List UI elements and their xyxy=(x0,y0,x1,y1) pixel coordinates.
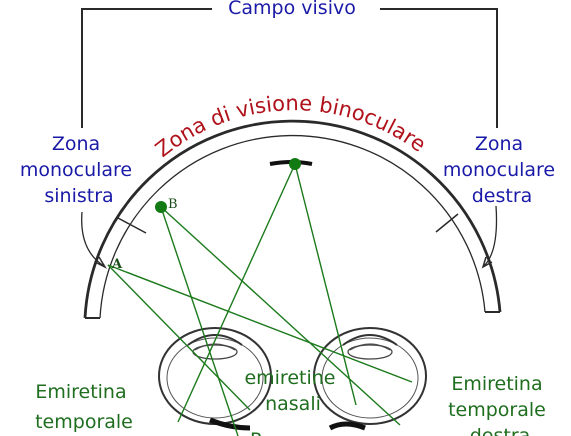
visual-field-outer-arc xyxy=(83,119,502,319)
point-center-dot xyxy=(289,158,301,170)
bottom-cut-label: R xyxy=(250,429,263,436)
binocular-zone-label: Zona di visione binoculare xyxy=(151,91,431,162)
ray-center-right-eye xyxy=(294,163,357,406)
left-zone-arrowhead xyxy=(94,256,107,269)
diagram-title: Campo visivo xyxy=(228,0,356,19)
right-temporal-hemiretina-label: Emiretina temporale destra xyxy=(448,373,552,436)
binocular-boundary-left-tick xyxy=(117,217,147,234)
left-temporal-hemiretina-label: Emiretina temporale xyxy=(35,381,133,433)
left-zone-arrow xyxy=(81,211,105,267)
point-a-label: A xyxy=(111,257,123,272)
visual-field-inner-arc xyxy=(99,134,486,319)
right-monocular-zone-label: Zona monoculare destra xyxy=(443,133,561,207)
binocular-boundary-right-tick xyxy=(435,213,459,233)
left-monocular-zone-label: Zona monoculare sinistra xyxy=(20,133,138,207)
nasal-hemiretinas-label: emiretine nasali xyxy=(244,367,341,415)
point-b-dot xyxy=(155,201,167,213)
right-eye xyxy=(313,327,427,431)
ray-a-left-eye xyxy=(107,264,251,411)
point-b-label: B xyxy=(168,197,178,212)
ray-b-left-eye xyxy=(160,206,239,436)
right-zone-arrow xyxy=(483,205,498,267)
light-rays xyxy=(107,163,413,436)
ray-a-right-eye xyxy=(107,264,413,383)
left-eye xyxy=(158,327,272,431)
title-bracket xyxy=(81,8,498,128)
ray-b-right-eye xyxy=(160,206,401,426)
ray-center-left-eye xyxy=(177,163,296,423)
